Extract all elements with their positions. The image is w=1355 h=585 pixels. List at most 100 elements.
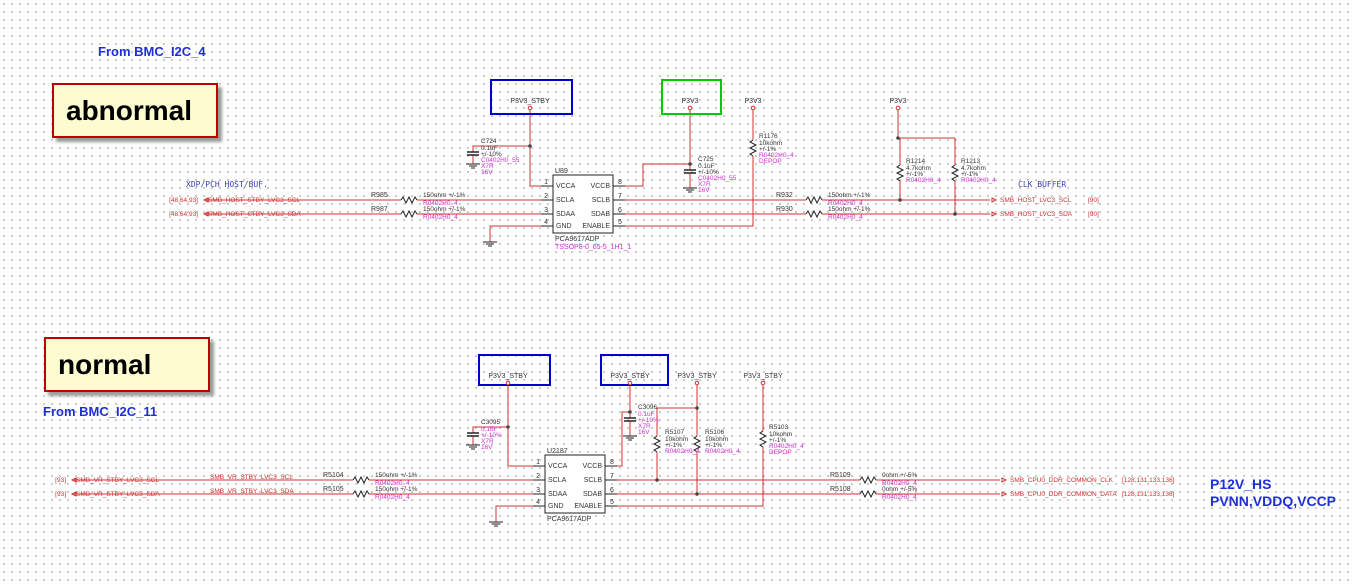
power-port	[895, 105, 901, 111]
ic-pin-number: 8	[610, 459, 614, 466]
resistor-symbol	[748, 139, 758, 157]
schematic-text: 4.7kohm	[961, 165, 986, 172]
ic-pin-number: 7	[610, 473, 614, 480]
wire	[472, 145, 530, 152]
ic-pin-name: ENABLE	[582, 223, 610, 230]
resistor-symbol	[805, 195, 823, 205]
abnormal-label: abnormal	[52, 83, 218, 138]
component-layer	[70, 79, 1008, 527]
schematic-text: +/-10%	[638, 417, 659, 424]
resistor-symbol	[859, 489, 877, 499]
ic-pin-number: 4	[536, 499, 540, 506]
wire	[472, 426, 508, 433]
resistor-symbol	[758, 430, 768, 448]
offpage-connector	[1001, 491, 1008, 497]
net-page-ref: [48,64,93]	[169, 211, 198, 218]
resistor-symbol	[805, 209, 823, 219]
net-name: SMB_CPU0_DDR_COMMON_DATA	[1010, 491, 1117, 498]
resistor-refdes: R5103	[769, 424, 789, 431]
wire	[617, 447, 764, 507]
ic-refdes: U89	[555, 168, 568, 175]
ic-pin-number: 1	[544, 179, 548, 186]
ic-part-number: PCA9617ADP	[547, 516, 592, 523]
schematic-text: +/-1%	[961, 171, 978, 178]
net-page-ref: [93]	[55, 477, 66, 484]
net-name: SMB_CPU0_DDR_COMMON_CLK	[1010, 477, 1114, 484]
junction-dot	[953, 212, 957, 216]
resistor-package: R0402H0_4	[882, 494, 917, 501]
schematic-text: 0.1uF	[698, 163, 715, 170]
schematic-text: X7R	[481, 438, 494, 445]
net-page-ref: [48,64,93]	[169, 197, 198, 204]
resistor-refdes: R5108	[830, 486, 851, 493]
schematic-text: 16V	[698, 187, 710, 194]
ic-pin-name: VCCA	[556, 183, 576, 190]
schematic-text: R0402H0_4	[961, 177, 996, 184]
schematic-text: 0.1uF	[481, 426, 498, 433]
schematic-text: C0402H0_55	[698, 175, 737, 182]
power-label: P3V3	[681, 98, 698, 105]
resistor-value: 150ohm +/-1%	[375, 472, 418, 479]
capacitor-refdes: C3096	[638, 404, 658, 411]
resistor-package: R0402H0_4	[423, 214, 458, 221]
resistor-symbol	[352, 489, 370, 499]
power-port	[687, 105, 693, 111]
resistor-refdes: R930	[776, 206, 793, 213]
resistor-refdes: R932	[776, 192, 793, 199]
highlight-box-vcca	[478, 354, 551, 386]
resistor-symbol	[859, 475, 877, 485]
schematic-text: DEPOP	[759, 158, 782, 165]
ic-pin-name: SCLB	[584, 477, 603, 484]
resistor-package: R0402H0_4	[375, 480, 410, 487]
ic-pin-number: 5	[618, 219, 622, 226]
junction-dot	[896, 136, 900, 140]
schematic-text: +/-10%	[481, 151, 502, 158]
net-name: SMB_VR_STBY_LVC3_SDA	[210, 488, 294, 495]
capacitor-refdes: C3095	[481, 419, 501, 426]
offpage-connector	[70, 491, 77, 497]
rail-note: P12V_HS PVNN,VDDQ,VCCP	[1210, 476, 1336, 510]
ic-pin-number: 2	[536, 473, 540, 480]
highlight-box-vccb	[600, 354, 669, 386]
net-name: SMB_HOST_STBY_LVC3_SDA	[208, 211, 301, 218]
junction-dot	[695, 492, 699, 496]
net-page-ref: [128,131,133,136]	[1122, 491, 1175, 498]
schematic-text: 16V	[638, 429, 650, 436]
power-label: P3V3	[889, 98, 906, 105]
schematic-text: X7R	[698, 181, 711, 188]
resistor-value: 150ohm +/-1%	[375, 486, 418, 493]
power-label: P3V3_STBY	[743, 373, 783, 380]
net-name: SMB_HOST_STBY_LVC3_SCL	[208, 197, 300, 204]
ic-pin-number: 3	[544, 207, 548, 214]
junction-dot	[695, 406, 699, 410]
ic-pin-number: 6	[610, 487, 614, 494]
rail-note-line1: P12V_HS	[1210, 476, 1272, 492]
ic-pin-name: VCCA	[548, 463, 568, 470]
ic-pin-name: GND	[556, 223, 572, 230]
resistor-value: 150ohm +/-1%	[828, 206, 871, 213]
power-label: P3V3_STBY	[677, 373, 717, 380]
power-label: P3V3_STBY	[510, 98, 550, 105]
schematic-text: 4.7kohm	[906, 165, 931, 172]
resistor-refdes: R5104	[323, 472, 344, 479]
ic-pin-name: SCLB	[592, 197, 611, 204]
junction-dot	[506, 425, 510, 429]
resistor-symbol	[352, 475, 370, 485]
power-port	[694, 380, 700, 386]
schematic-text: 0.1uF	[481, 145, 498, 152]
net-name: SMB_VR_STBY_LVC3_SDA	[76, 491, 160, 498]
resistor-refdes: R5106	[705, 429, 725, 436]
power-port	[527, 105, 533, 111]
junction-dot	[628, 410, 632, 414]
ic-pin-name: SCLA	[548, 477, 567, 484]
section-title: CLK BUFFER	[1018, 180, 1066, 189]
ic-pin-number: 6	[618, 207, 622, 214]
rail-note-line2: PVNN,VDDQ,VCCP	[1210, 493, 1337, 509]
resistor-symbol	[652, 435, 662, 453]
schematic-text: 10kohm	[759, 140, 782, 147]
resistor-value: 150ohm +/-1%	[828, 192, 871, 199]
power-port	[760, 380, 766, 386]
resistor-package: R0402H0_4	[828, 200, 863, 207]
ic-pin-name: SDAA	[556, 211, 575, 218]
resistor-symbol	[895, 164, 905, 182]
